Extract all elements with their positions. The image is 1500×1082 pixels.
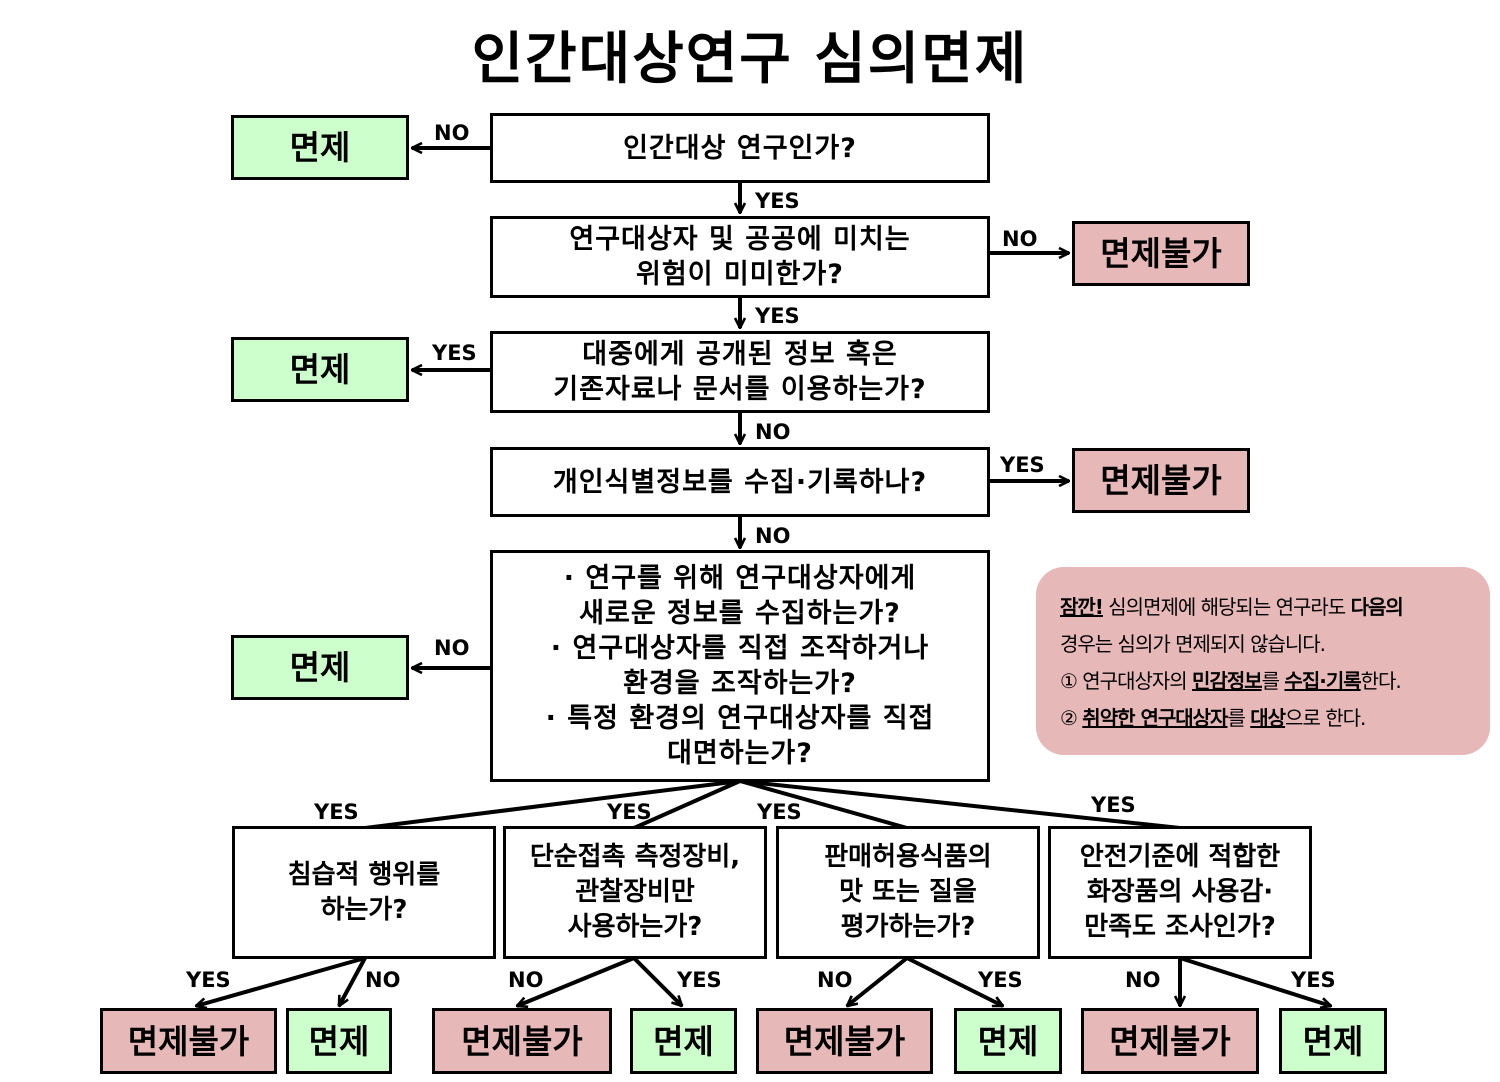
question-text-line: 환경을 조작하는가? [623,668,857,699]
question-text-line: 안전기준에 적합한 [1079,842,1281,872]
label-yes: YES [432,341,477,365]
question-text-line: 위험이 미미한가? [636,259,844,290]
label-yes: YES [1091,793,1136,817]
label-yes: YES [978,968,1023,992]
line-q5-q7 [633,779,741,830]
label-yes: YES [757,800,802,824]
line-q5-q8 [739,779,908,830]
question-text-line: 맛 또는 질을 [839,877,977,907]
question-text-line: 판매허용식품의 [824,842,992,872]
outcome-not-exempt: 면제불가 [756,1008,933,1074]
question-text-line: 침습적 행위를 [287,859,441,890]
outcome-exempt: 면제 [231,115,409,180]
question-text-line: 만족도 조사인가? [1084,912,1276,942]
label-no: NO [755,524,791,548]
arrow-q6-notexempt [196,956,366,1006]
arrow-q6-exempt [337,957,367,1006]
question-text-line: · 연구를 위해 연구대상자에게 [563,563,917,594]
note-line-4: ② 취약한 연구대상자를 대상으로 한다. [1060,706,1366,730]
question-text-line: 하는가? [320,894,408,925]
label-yes: YES [314,800,359,824]
label-no: NO [1125,968,1161,992]
note-line-3: ① 연구대상자의 민감정보를 수집·기록한다. [1060,669,1402,693]
question-text-line: 연구대상자 및 공공에 미치는 [569,224,911,255]
label-yes: YES [186,968,231,992]
arrow-q7-exempt [632,956,682,1006]
line-q5-q6 [364,779,741,830]
outcome-not-exempt: 면제불가 [1072,221,1250,286]
question-text-line: 기존자료나 문서를 이용하는가? [553,374,927,405]
line-q5-q9 [739,779,1181,830]
arrow-q8-notexempt [847,956,909,1006]
outcome-not-exempt: 면제불가 [100,1008,277,1074]
page-title: 인간대상연구 심의면제 [471,27,1029,92]
label-yes: YES [1291,968,1336,992]
question-text-line: 화장품의 사용감· [1086,877,1274,907]
label-no: NO [755,420,791,444]
label-yes: YES [607,800,652,824]
note-line-1: 잠깐! 심의면제에 해당되는 연구라도 다음의 [1060,595,1404,619]
label-yes: YES [755,304,800,328]
label-no: NO [1002,227,1038,251]
note-warning: 잠깐! [1060,595,1104,619]
label-no: NO [434,121,470,145]
label-no: NO [817,968,853,992]
question-text-line: 대중에게 공개된 정보 혹은 [582,339,898,370]
question-text-line: 인간대상 연구인가? [623,132,857,164]
question-identifiable-info: 개인식별정보를 수집·기록하나? [490,447,990,517]
label-no: NO [508,968,544,992]
arrow-q9-exempt [1179,956,1331,1006]
outcome-exempt: 면제 [231,337,409,402]
arrow-q8-exempt [906,956,1003,1008]
outcome-exempt: 면제 [954,1008,1062,1074]
question-text-line: 단순접촉 측정장비, [529,842,741,872]
outcome-exempt: 면제 [286,1008,392,1074]
question-text-line: 관찰장비만 [575,877,695,907]
label-no: NO [365,968,401,992]
label-no: NO [434,636,470,660]
outcome-exempt: 면제 [630,1008,737,1074]
label-yes: YES [677,968,722,992]
arrow-q7-notexempt [517,956,635,1006]
label-yes: YES [1000,453,1045,477]
outcome-not-exempt: 면제불가 [1081,1008,1259,1074]
question-text-line: · 특정 환경의 연구대상자를 직접 [545,703,935,734]
outcome-not-exempt: 면제불가 [432,1008,612,1074]
outcome-exempt: 면제 [1279,1008,1387,1074]
question-text-line: 대면하는가? [667,738,813,769]
label-yes: YES [755,189,800,213]
question-human-subject-research: 인간대상 연구인가? [490,113,990,183]
question-text-line: 사용하는가? [567,912,703,942]
note-line-2: 경우는 심의가 면제되지 않습니다. [1060,632,1326,656]
outcome-exempt: 면제 [231,635,409,700]
question-text-line: 평가하는가? [840,912,976,942]
question-text-line: 개인식별정보를 수집·기록하나? [552,466,928,498]
outcome-not-exempt: 면제불가 [1072,448,1250,513]
question-text-line: · 연구대상자를 직접 조작하거나 [550,633,930,664]
warning-note: 잠깐! 심의면제에 해당되는 연구라도 다음의 경우는 심의가 면제되지 않습니… [1036,567,1490,755]
question-text-line: 새로운 정보를 수집하는가? [579,598,901,629]
